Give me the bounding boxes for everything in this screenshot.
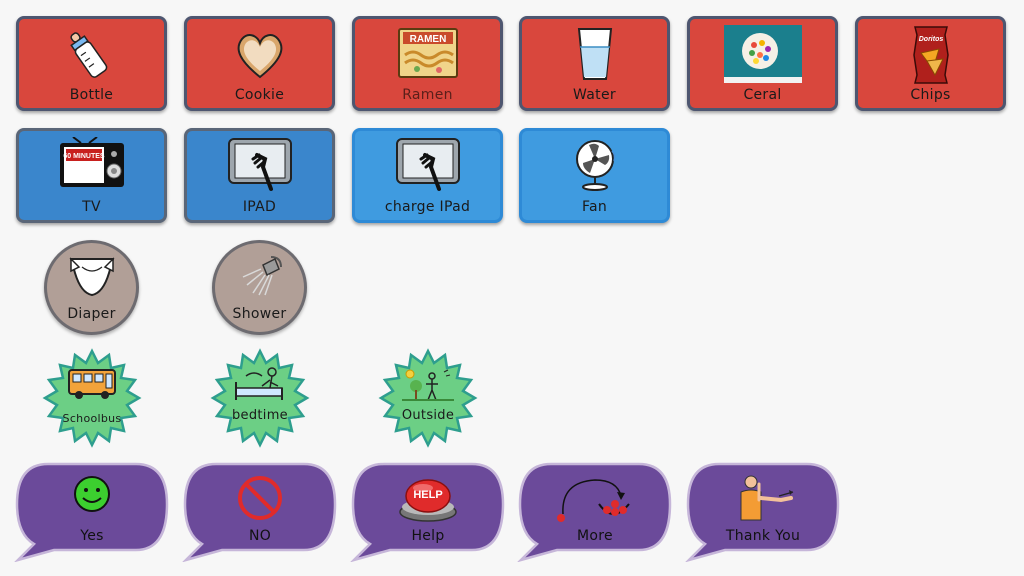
tv-screen-text: 60 MINUTES	[63, 153, 105, 160]
fan-icon	[575, 140, 615, 191]
tile-label: Chips	[910, 87, 951, 103]
tile-label: Cookie	[234, 87, 285, 103]
tile-label: Shower	[232, 306, 287, 322]
tile-ramen[interactable]: RAMEN Ramen	[352, 16, 503, 111]
speech-bubble-shape	[685, 462, 840, 562]
tile-help[interactable]: HELP Help	[350, 462, 506, 562]
tablet-icon	[227, 138, 292, 191]
tile-ipad[interactable]: IPAD	[184, 128, 335, 223]
bed-icon	[235, 367, 283, 400]
cereal-bowl-icon	[723, 25, 802, 83]
tile-schoolbus[interactable]: Schoolbus	[42, 348, 142, 448]
tile-thank-you[interactable]: Thank You	[685, 462, 841, 562]
tile-label: Thank You	[725, 528, 801, 544]
baby-bottle-icon	[69, 32, 107, 78]
tile-outside[interactable]: Outside	[378, 348, 478, 448]
prohibited-icon	[238, 476, 282, 520]
tile-label: Schoolbus	[62, 412, 122, 425]
school-bus-icon	[68, 369, 116, 399]
help-button-text: HELP	[413, 489, 442, 501]
thank-you-sign-icon	[740, 475, 794, 521]
tile-label: Ramen	[402, 87, 453, 103]
speech-bubble-shape	[517, 462, 672, 562]
water-glass-icon	[577, 28, 612, 80]
tv-icon: 60 MINUTES	[59, 137, 124, 187]
ramen-package-icon: RAMEN	[397, 28, 458, 78]
tile-label: Help	[411, 528, 445, 544]
shower-icon	[242, 256, 282, 296]
tile-label: Yes	[80, 528, 104, 544]
tile-yes[interactable]: Yes	[14, 462, 170, 562]
tile-chips[interactable]: Doritos Chips	[855, 16, 1006, 111]
smiley-face-icon	[74, 476, 110, 512]
help-button-icon: HELP	[399, 479, 457, 522]
chips-bag-text: Doritos	[918, 36, 943, 43]
tile-shower[interactable]: Shower	[212, 240, 307, 335]
tile-label: Water	[573, 87, 616, 103]
outdoors-icon	[402, 369, 454, 401]
tile-no[interactable]: NO	[182, 462, 338, 562]
tile-charge-ipad[interactable]: charge IPad	[352, 128, 503, 223]
tile-label: bedtime	[232, 408, 288, 423]
tile-bedtime[interactable]: bedtime	[210, 348, 310, 448]
tile-bottle[interactable]: Bottle	[16, 16, 167, 111]
tile-label: charge IPad	[384, 199, 471, 215]
tile-fan[interactable]: Fan	[519, 128, 670, 223]
tile-tv[interactable]: 60 MINUTES TV	[16, 128, 167, 223]
tile-label: Ceral	[743, 87, 782, 103]
tile-label: TV	[82, 199, 101, 215]
tile-label: Diaper	[67, 306, 116, 322]
tile-label: More	[577, 528, 613, 544]
diaper-icon	[69, 257, 114, 297]
tile-water[interactable]: Water	[519, 16, 670, 111]
tile-label: NO	[248, 528, 272, 544]
ramen-package-text: RAMEN	[409, 34, 446, 45]
starburst-shape	[210, 348, 310, 448]
tile-cereal[interactable]: Ceral	[687, 16, 838, 111]
chips-bag-icon: Doritos	[912, 26, 949, 84]
tile-cookie[interactable]: Cookie	[184, 16, 335, 111]
tile-label: Outside	[401, 408, 455, 423]
tile-more[interactable]: More	[517, 462, 673, 562]
tile-label: Bottle	[69, 87, 114, 103]
cookie-icon	[237, 34, 282, 79]
tile-label: Fan	[581, 199, 608, 215]
tile-diaper[interactable]: Diaper	[44, 240, 139, 335]
tile-label: IPAD	[242, 199, 277, 215]
more-balls-icon	[557, 479, 630, 522]
speech-bubble-shape	[182, 462, 337, 562]
tablet-icon	[395, 138, 460, 191]
